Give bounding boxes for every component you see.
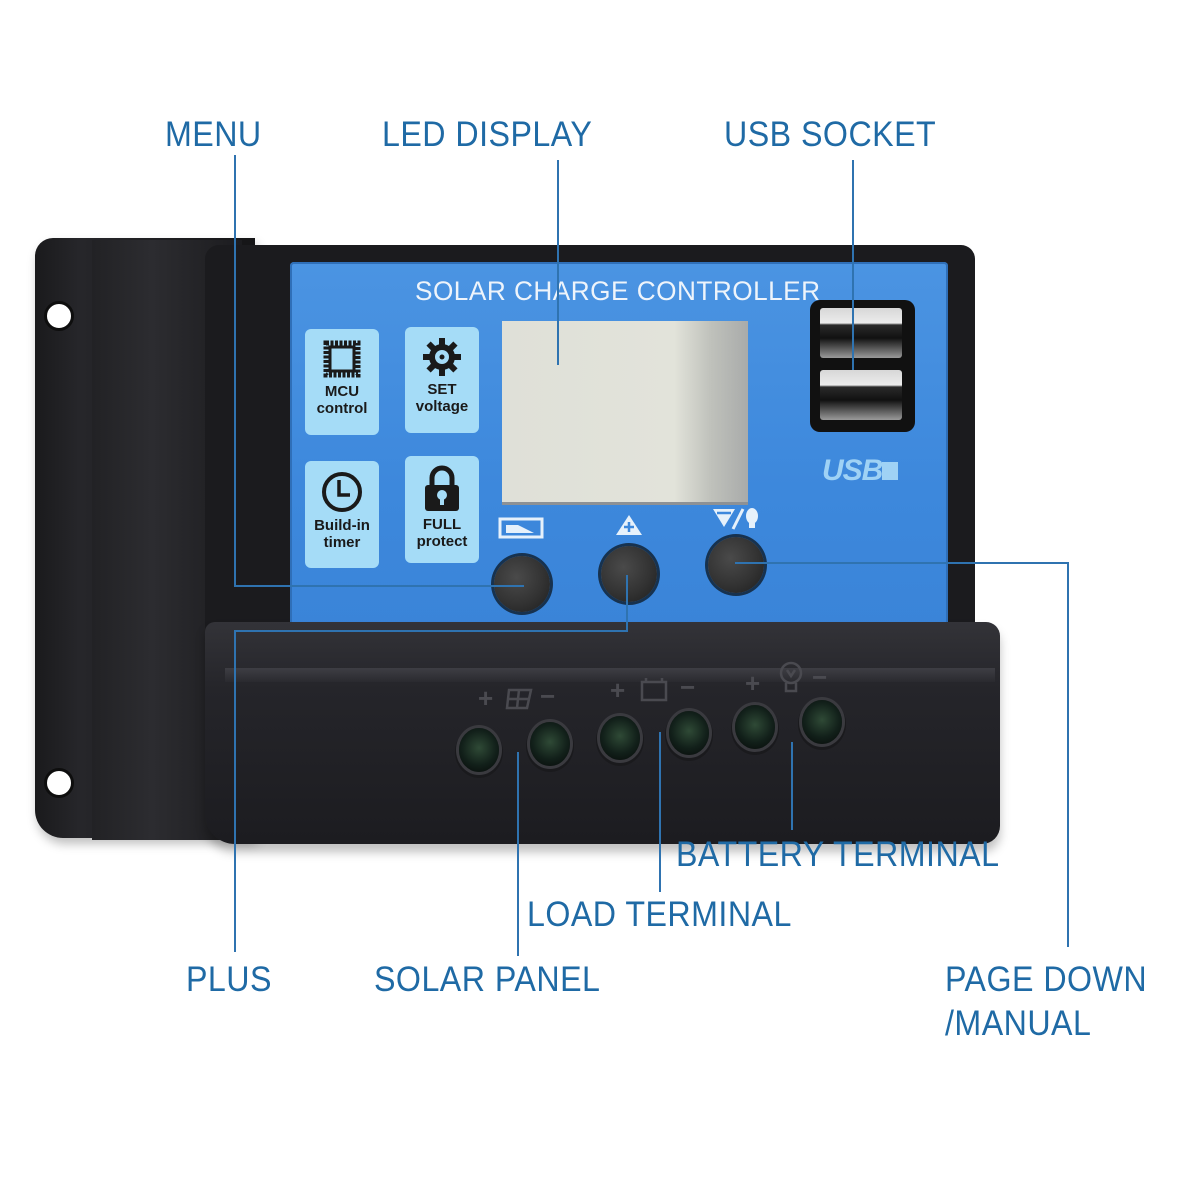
- solar-positive-terminal[interactable]: [459, 728, 499, 772]
- label-load-terminal: LOAD TERMINAL: [527, 895, 792, 934]
- tile-mcu-control: MCU control: [305, 329, 379, 435]
- load-minus-sign: −: [812, 662, 828, 692]
- label-solar-panel: SOLAR PANEL: [374, 960, 601, 999]
- menu-button[interactable]: [494, 556, 550, 612]
- battery-minus-sign: −: [680, 672, 696, 702]
- tile-full-protect: FULL protect: [405, 456, 479, 563]
- battery-positive-terminal[interactable]: [600, 716, 640, 760]
- clock-icon: [322, 472, 362, 512]
- chip-icon: [323, 340, 361, 378]
- leader-plus-vertical: [234, 630, 236, 952]
- page-down-manual-button[interactable]: [708, 537, 764, 593]
- battery-plus-sign: +: [610, 675, 626, 705]
- label-menu: MENU: [165, 115, 262, 154]
- usb-socket[interactable]: [810, 300, 915, 432]
- triangle-plus-icon: [616, 515, 642, 535]
- leader-load-terminal: [659, 732, 661, 892]
- tile-label-line1: Build-in: [314, 517, 370, 534]
- usb-logo: USB: [822, 454, 883, 487]
- label-page-down-line2: /MANUAL: [945, 1003, 1092, 1043]
- leader-usb-socket: [852, 160, 854, 370]
- tile-label-line2: control: [316, 400, 368, 417]
- tile-label-line1: FULL: [422, 516, 462, 533]
- mounting-hole-bottom: [44, 768, 74, 798]
- triangle-minus-bulb-icon: [713, 508, 758, 530]
- label-battery-terminal: BATTERY TERMINAL: [676, 835, 1000, 874]
- mounting-hole-top: [44, 301, 74, 331]
- gear-icon: [423, 338, 461, 376]
- label-page-down-line1: PAGE DOWN: [945, 960, 1148, 999]
- leader-led-display: [557, 160, 559, 365]
- leader-menu-vertical: [234, 155, 236, 587]
- label-plus: PLUS: [186, 960, 272, 999]
- battery-negative-terminal[interactable]: [669, 711, 709, 755]
- tile-label-line1: MCU: [324, 383, 360, 400]
- load-plus-sign: +: [745, 668, 761, 698]
- padlock-icon: [425, 465, 459, 511]
- panel-title: SOLAR CHARGE CONTROLLER: [415, 276, 821, 306]
- solar-plus-sign: +: [478, 683, 494, 713]
- leader-page-down-horizontal: [735, 562, 1069, 564]
- label-page-down: PAGE DOWN /MANUAL: [945, 958, 1147, 1046]
- tile-build-in-timer: Build-in timer: [305, 461, 379, 568]
- usb-port-2[interactable]: [820, 370, 902, 420]
- tile-label-line2: timer: [323, 534, 361, 551]
- led-display-screen: [502, 321, 748, 505]
- tile-set-voltage: SET voltage: [405, 327, 479, 433]
- load-negative-terminal[interactable]: [802, 700, 842, 744]
- bulb-icon: [779, 661, 803, 693]
- leader-menu-horizontal: [234, 585, 524, 587]
- terminal-block-lip: [225, 668, 995, 682]
- plus-button[interactable]: [601, 546, 657, 602]
- label-led-display: LED DISPLAY: [382, 115, 593, 154]
- usb-plug-icon: [882, 462, 898, 480]
- label-usb-socket: USB SOCKET: [724, 115, 937, 154]
- menu-icon: [498, 517, 544, 539]
- solar-panel-icon: [505, 688, 533, 710]
- tile-label-line2: voltage: [415, 398, 469, 415]
- leader-battery-terminal: [791, 742, 793, 830]
- solar-negative-terminal[interactable]: [530, 722, 570, 766]
- battery-icon: [640, 678, 668, 702]
- leader-page-down-vertical: [1067, 562, 1069, 947]
- leader-solar-panel: [517, 752, 519, 956]
- load-positive-terminal[interactable]: [735, 705, 775, 749]
- tile-label-line1: SET: [427, 381, 457, 398]
- tile-label-line2: protect: [416, 533, 468, 550]
- solar-minus-sign: −: [540, 681, 556, 711]
- leader-plus-horizontal: [234, 630, 628, 632]
- usb-port-1[interactable]: [820, 308, 902, 358]
- leader-plus-riser: [626, 575, 628, 632]
